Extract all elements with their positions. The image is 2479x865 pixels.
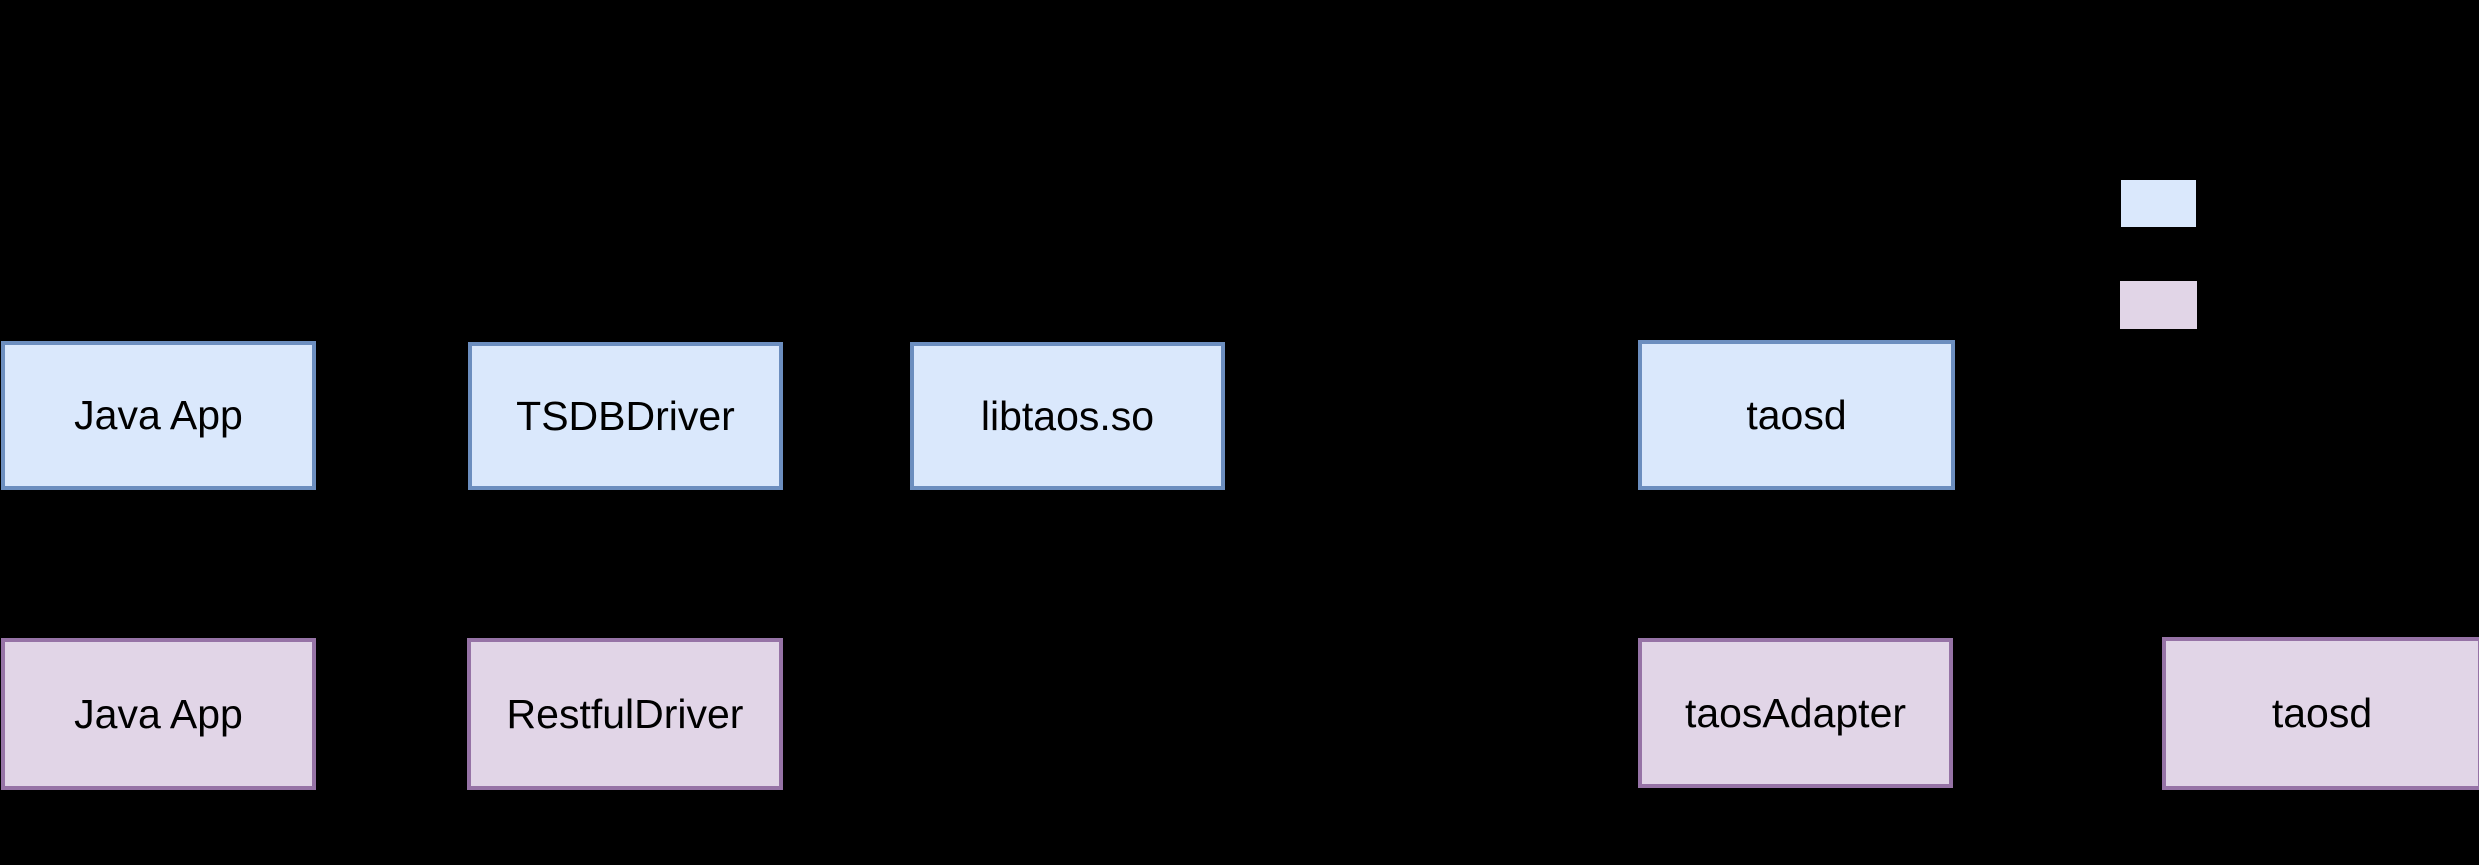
- node-label: taosd: [2271, 690, 2373, 736]
- legend-restful-swatch: [2116, 277, 2201, 333]
- node-label: libtaos.so: [980, 392, 1155, 439]
- legend-jni-swatch: [2117, 176, 2200, 231]
- node-taosd-restful: taosd: [2162, 637, 2479, 790]
- node-libtaos-so: libtaos.so: [910, 342, 1225, 490]
- node-java-app-jni: Java App: [1, 341, 316, 490]
- node-label: RestfulDriver: [506, 690, 744, 737]
- node-tsdb-driver: TSDBDriver: [468, 342, 783, 490]
- node-label: TSDBDriver: [516, 392, 735, 439]
- node-label: Java App: [74, 690, 243, 737]
- node-taos-adapter: taosAdapter: [1638, 638, 1953, 788]
- node-label: taosAdapter: [1684, 689, 1907, 736]
- node-taosd-jni: taosd: [1638, 340, 1955, 490]
- node-java-app-restful: Java App: [1, 638, 316, 790]
- node-label: Java App: [74, 392, 243, 438]
- node-restful-driver: RestfulDriver: [467, 638, 783, 790]
- node-label: taosd: [1746, 391, 1847, 438]
